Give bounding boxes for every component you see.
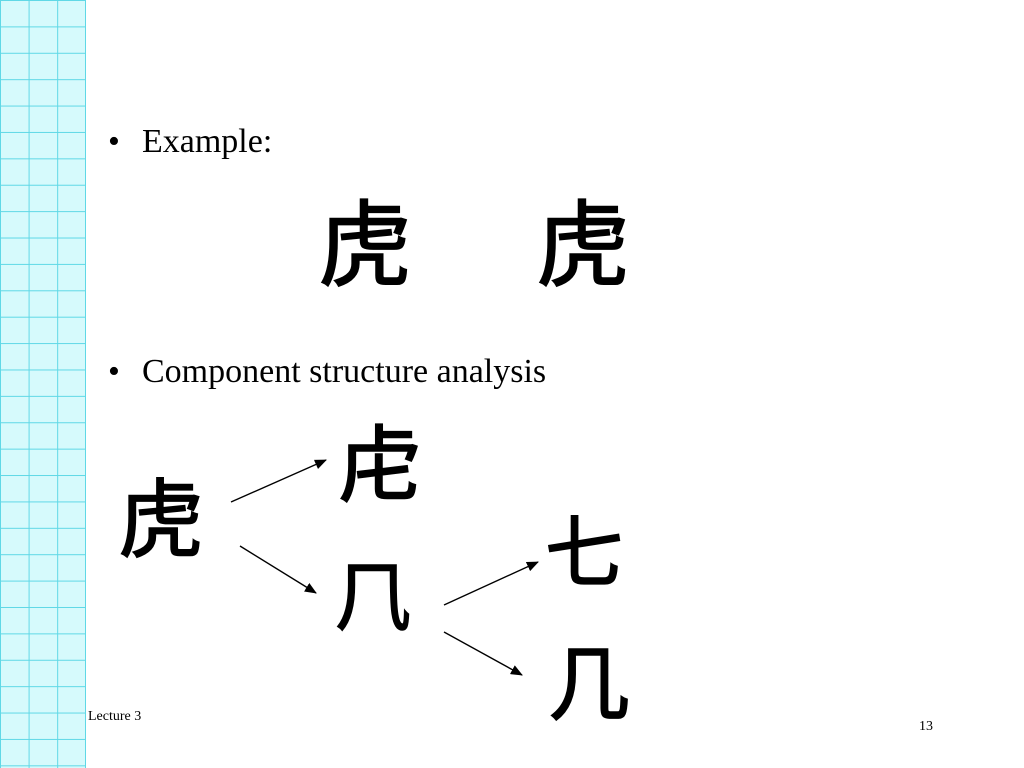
component-top: 虍 bbox=[337, 417, 423, 515]
bullet-component-analysis: • Component structure analysis bbox=[108, 355, 546, 389]
arrow-middle-to-ji bbox=[443, 631, 523, 676]
component-leaf-ji: 几 bbox=[547, 638, 631, 733]
example-character-right: 虎 bbox=[535, 192, 631, 301]
bullet-marker: • bbox=[108, 123, 120, 160]
bullet-example: • Example: bbox=[108, 125, 272, 159]
bullet-marker: • bbox=[108, 353, 120, 390]
page-number: 13 bbox=[919, 719, 933, 734]
example-character-left: 虎 bbox=[317, 192, 413, 301]
arrow-root-to-top bbox=[230, 459, 327, 503]
component-leaf-qi: 七 bbox=[544, 509, 624, 599]
arrow-middle-to-qi bbox=[443, 561, 539, 606]
arrow-root-to-middle bbox=[239, 545, 317, 594]
grid-band-edge bbox=[85, 0, 86, 768]
bullet-component-analysis-text: Component structure analysis bbox=[142, 353, 547, 390]
decorative-grid-band bbox=[0, 0, 86, 768]
decomposition-root-character: 虎 bbox=[117, 471, 205, 571]
footer-lecture-label: Lecture 3 bbox=[88, 709, 142, 724]
bullet-example-text: Example: bbox=[142, 123, 273, 160]
component-middle: ⺇ bbox=[334, 553, 412, 642]
